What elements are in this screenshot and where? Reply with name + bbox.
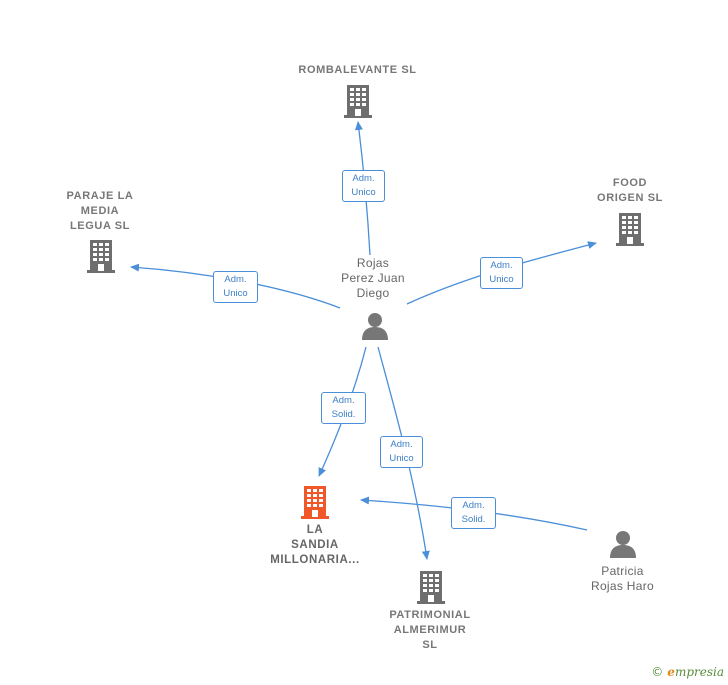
edge-label-line: Unico [351, 187, 376, 198]
watermark-logo-initial: e [667, 665, 675, 679]
building-icon[interactable] [415, 569, 447, 605]
edge-label-line: Solid. [461, 514, 486, 525]
edge-label-food-origen: Adm. Unico [480, 257, 523, 289]
edge-label-line: Unico [489, 274, 514, 285]
node-label-rombalevante[interactable]: ROMBALEVANTE SL [298, 64, 417, 76]
node-label-la-sandia[interactable]: LA SANDIA MILLONARIA... [270, 524, 360, 566]
building-icon[interactable] [614, 211, 646, 247]
node-label-patricia[interactable]: Patricia Rojas Haro [590, 564, 655, 593]
node-label-paraje[interactable]: PARAJE LA MEDIA LEGUA SL [66, 190, 134, 232]
edge-label-rombalevante: Adm. Unico [342, 170, 385, 202]
building-icon[interactable] [85, 238, 117, 274]
edge-label-line: Adm. [390, 439, 413, 450]
copyright-symbol: © [651, 665, 664, 679]
empresia-watermark: ©empresia [651, 665, 724, 679]
edge-label-la-sandia: Adm. Solid. [321, 392, 366, 424]
edge-label-line: Adm. [462, 500, 485, 511]
edge-label-paraje: Adm. Unico [213, 271, 258, 303]
building-icon[interactable] [342, 83, 374, 119]
edge-label-line: Adm. [224, 274, 247, 285]
edge-label-patrimonial: Adm. Unico [380, 436, 423, 468]
edge-label-patricia-la-sandia: Adm. Solid. [451, 497, 496, 529]
person-icon[interactable] [608, 529, 638, 559]
edge-label-line: Adm. [352, 173, 375, 184]
edge-label-line: Adm. [332, 395, 355, 406]
node-label-rojas[interactable]: Rojas Perez Juan Diego [341, 256, 405, 300]
edge-label-line: Unico [389, 453, 414, 464]
node-label-patrimonial[interactable]: PATRIMONIAL ALMERIMUR SL [389, 609, 471, 651]
building-icon[interactable] [299, 484, 331, 520]
edge-label-line: Solid. [331, 409, 356, 420]
edge-label-line: Unico [223, 288, 248, 299]
person-icon[interactable] [360, 311, 390, 341]
watermark-logo-text: mpresia [674, 665, 724, 679]
edge-label-line: Adm. [490, 260, 513, 271]
node-label-food-origen[interactable]: FOOD ORIGEN SL [597, 177, 663, 204]
